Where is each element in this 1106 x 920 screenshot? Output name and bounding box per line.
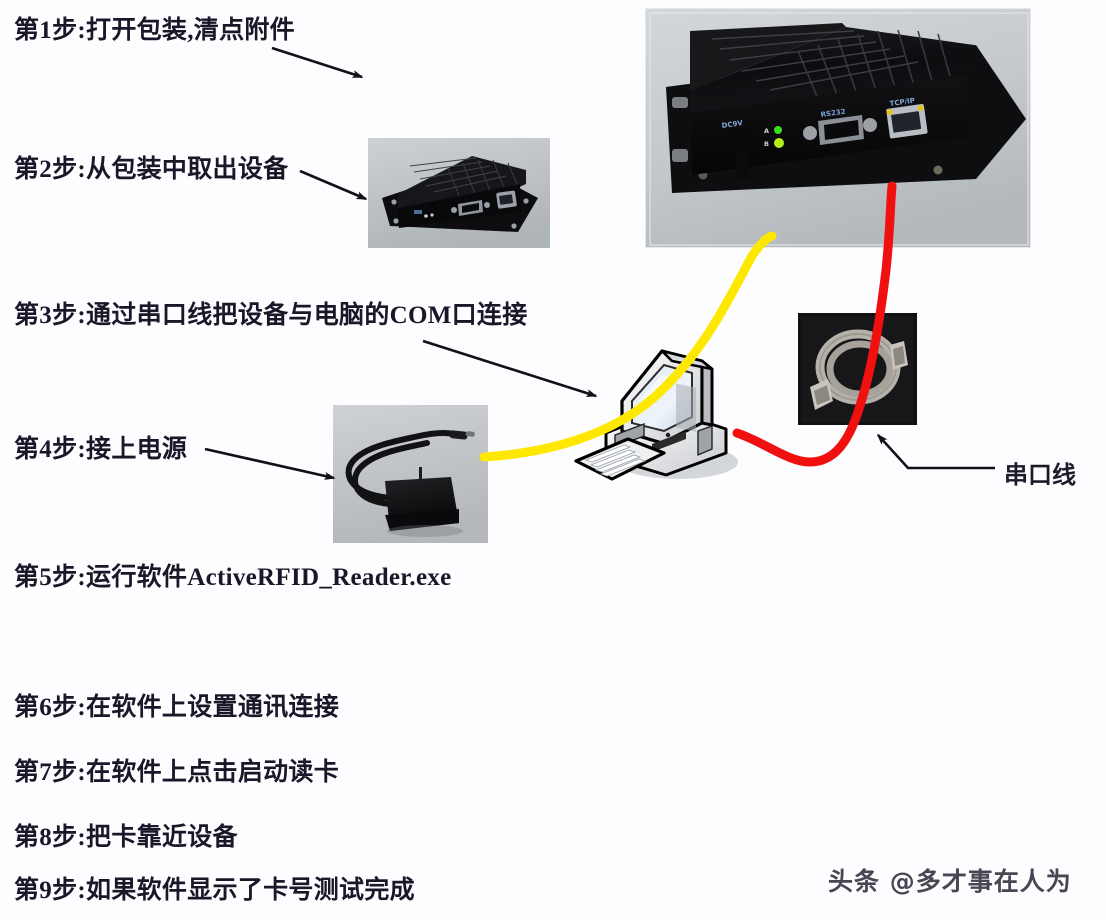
photo-reader-main: DC9V A B RS232 TCP/IP xyxy=(645,8,1031,248)
reader-main-illustration: DC9V A B RS232 TCP/IP xyxy=(646,9,1030,247)
serial-cable-callout-label: 串口线 xyxy=(1004,463,1076,489)
photo-power-adapter xyxy=(333,405,488,543)
desktop-computer-graphic xyxy=(574,349,738,481)
port-label-rs232: RS232 xyxy=(820,108,846,119)
step-8-text: 第8步:把卡靠近设备 xyxy=(14,824,238,851)
arrow-step-2 xyxy=(299,169,368,201)
arrow-step-4 xyxy=(204,447,336,480)
step-3-text: 第3步:通过串口线把设备与电脑的COM口连接 xyxy=(14,302,528,329)
reader-small-illustration xyxy=(368,138,550,248)
watermark-text: 头条 @多才事在人为 xyxy=(828,867,1072,896)
step-2-text: 第2步:从包装中取出设备 xyxy=(14,156,289,183)
arrow-step-1 xyxy=(271,46,364,79)
step-9-text: 第9步:如果软件显示了卡号测试完成 xyxy=(14,877,415,904)
arrow-serial-label xyxy=(876,433,995,470)
step-7-text: 第7步:在软件上点击启动读卡 xyxy=(14,759,340,786)
serial-cable-illustration xyxy=(798,313,917,425)
step-1-text: 第1步:打开包装,清点附件 xyxy=(14,17,295,44)
power-adapter-illustration xyxy=(333,405,488,543)
photo-serial-cable xyxy=(798,313,917,425)
computer-illustration xyxy=(570,335,770,500)
port-label-tcpip: TCP/IP xyxy=(889,97,915,108)
photo-reader-small xyxy=(368,138,550,248)
led-label-a: A xyxy=(764,127,769,135)
step-6-text: 第6步:在软件上设置通讯连接 xyxy=(14,694,340,721)
step-4-text: 第4步:接上电源 xyxy=(14,436,188,463)
led-label-b: B xyxy=(764,140,769,148)
port-label-dc9v: DC9V xyxy=(721,119,744,130)
step-5-text: 第5步:运行软件ActiveRFID_Reader.exe xyxy=(14,564,452,591)
